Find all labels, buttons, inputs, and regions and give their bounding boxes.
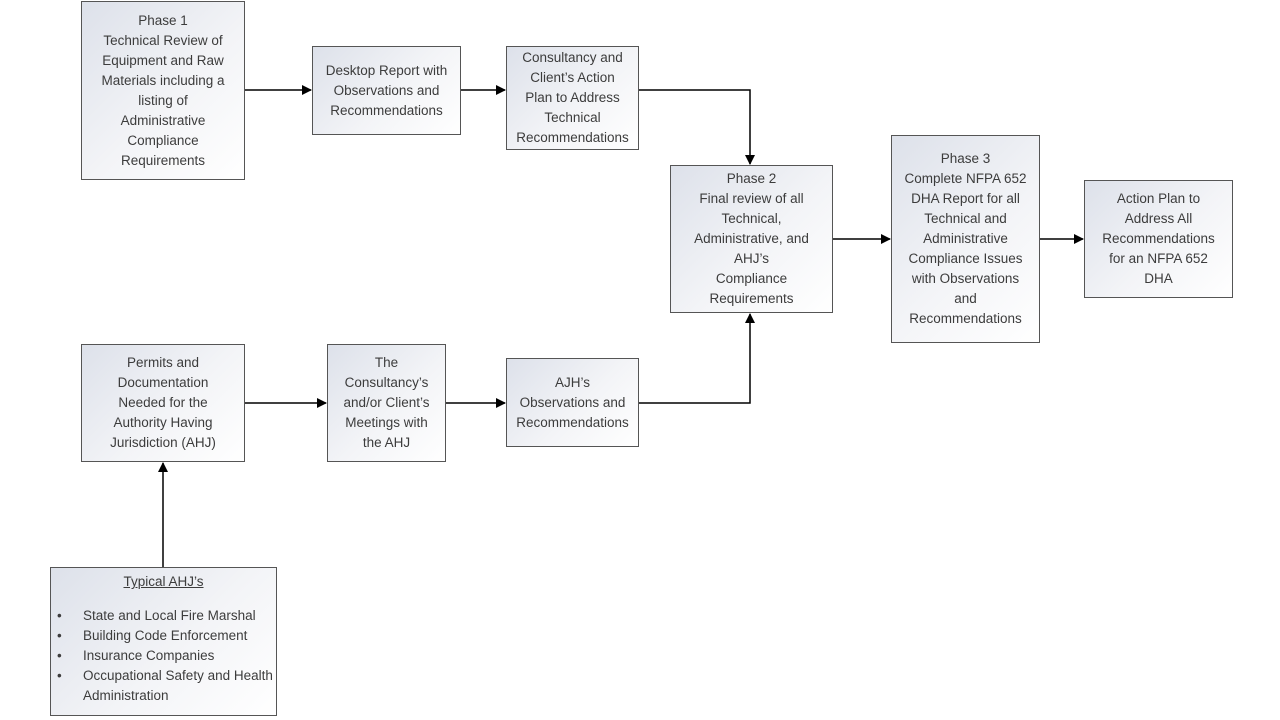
box-text-line: The: [374, 355, 399, 370]
box-text-line: Permits and: [126, 355, 200, 370]
box-text-line: Documentation: [117, 375, 209, 390]
list-item-text: Occupational Safety and Health Administr…: [83, 668, 273, 703]
list-item-text: Building Code Enforcement: [83, 628, 248, 643]
box-text-line: Final review of all: [699, 191, 804, 206]
box-text-line: Requirements: [709, 291, 794, 306]
box-text-line: Observations and: [519, 394, 626, 410]
box-text-line: Technical: [544, 110, 601, 125]
box-text-line: Phase 1: [138, 12, 188, 28]
list-item: • State and Local Fire Marshal: [51, 606, 276, 626]
box-text-line: Plan to Address: [525, 90, 620, 105]
box-text-line: Phase 2: [726, 171, 777, 186]
box-text-line: Consultancy’s: [344, 375, 429, 390]
box-text-line: Recommendations: [330, 102, 443, 118]
box-text-line: Administrative: [923, 231, 1008, 246]
box-text-line: Compliance Issues: [908, 251, 1023, 266]
box-text-line: Compliance: [127, 132, 199, 148]
box-text-line: Authority Having: [113, 415, 213, 430]
box-text-line: DHA Report for all: [911, 191, 1020, 206]
arrow-ajh-to-phase2: [639, 313, 755, 404]
box-text-line: and/or Client’s: [343, 395, 430, 410]
box-text-line: Meetings with: [345, 415, 428, 430]
box-text-line: DHA: [1144, 271, 1173, 286]
box-text-line: Equipment and Raw: [102, 52, 224, 68]
typical-ahjs-title: Typical AHJ’s: [123, 574, 204, 589]
box-text-line: Administrative: [120, 112, 206, 128]
box-text-line: for an NFPA 652: [1109, 251, 1208, 266]
box-text-line: Address All: [1124, 211, 1193, 226]
box-text-line: Technical Review of: [103, 32, 223, 48]
list-item: • Building Code Enforcement: [51, 626, 276, 646]
box-text-line: Jurisdiction (AHJ): [110, 435, 216, 450]
box-text-line: Recommendations: [516, 414, 629, 430]
box-text-line: Consultancy and: [522, 50, 623, 65]
box-text-line: Compliance: [715, 271, 788, 286]
box-text-line: Technical,: [721, 211, 782, 226]
bullet-icon: •: [57, 628, 62, 643]
bullet-icon: •: [57, 648, 62, 663]
box-text-line: and: [954, 291, 977, 306]
list-item-text: State and Local Fire Marshal: [83, 608, 256, 623]
box-text-line: Phase 3: [940, 151, 991, 166]
box-text-line: Complete NFPA 652: [904, 171, 1027, 186]
typical-ahjs-box: Typical AHJ’s • State and Local Fire Mars…: [50, 567, 277, 716]
box-text-line: listing of: [138, 92, 188, 108]
box-text-line: Desktop Report with: [325, 62, 448, 78]
list-item: • Occupational Safety and Health Administ…: [51, 666, 276, 706]
arrow-action-to-phase2: [639, 89, 755, 165]
box-text-line: AHJ’s: [733, 251, 769, 266]
box-text-line: Administrative, and: [694, 231, 809, 246]
box-text-line: Observations and: [333, 82, 440, 98]
box-text-line: Client’s Action: [530, 70, 615, 85]
box-text-line: Requirements: [120, 152, 206, 168]
typical-ahjs-list: • State and Local Fire Marshal • Building C…: [51, 606, 276, 706]
box-text-line: Technical and: [924, 211, 1007, 226]
box-text-line: with Observations: [911, 271, 1020, 286]
box-text-line: Recommendations: [516, 130, 629, 145]
bullet-icon: •: [57, 608, 62, 623]
bullet-icon: •: [57, 668, 62, 683]
box-text-line: Materials including a: [101, 72, 225, 88]
phase1-box: Phase 1 Technical Review of Equipment and …: [81, 1, 245, 180]
list-item-text: Insurance Companies: [83, 648, 215, 663]
box-text-line: Recommendations: [1102, 231, 1215, 246]
list-item: • Insurance Companies: [51, 646, 276, 666]
box-text-line: the AHJ: [362, 435, 411, 450]
box-text-line: Needed for the: [118, 395, 208, 410]
box-text-line: Recommendations: [909, 311, 1022, 326]
box-text-line: Action Plan to: [1116, 191, 1201, 206]
box-text-line: AJH’s: [554, 374, 590, 390]
